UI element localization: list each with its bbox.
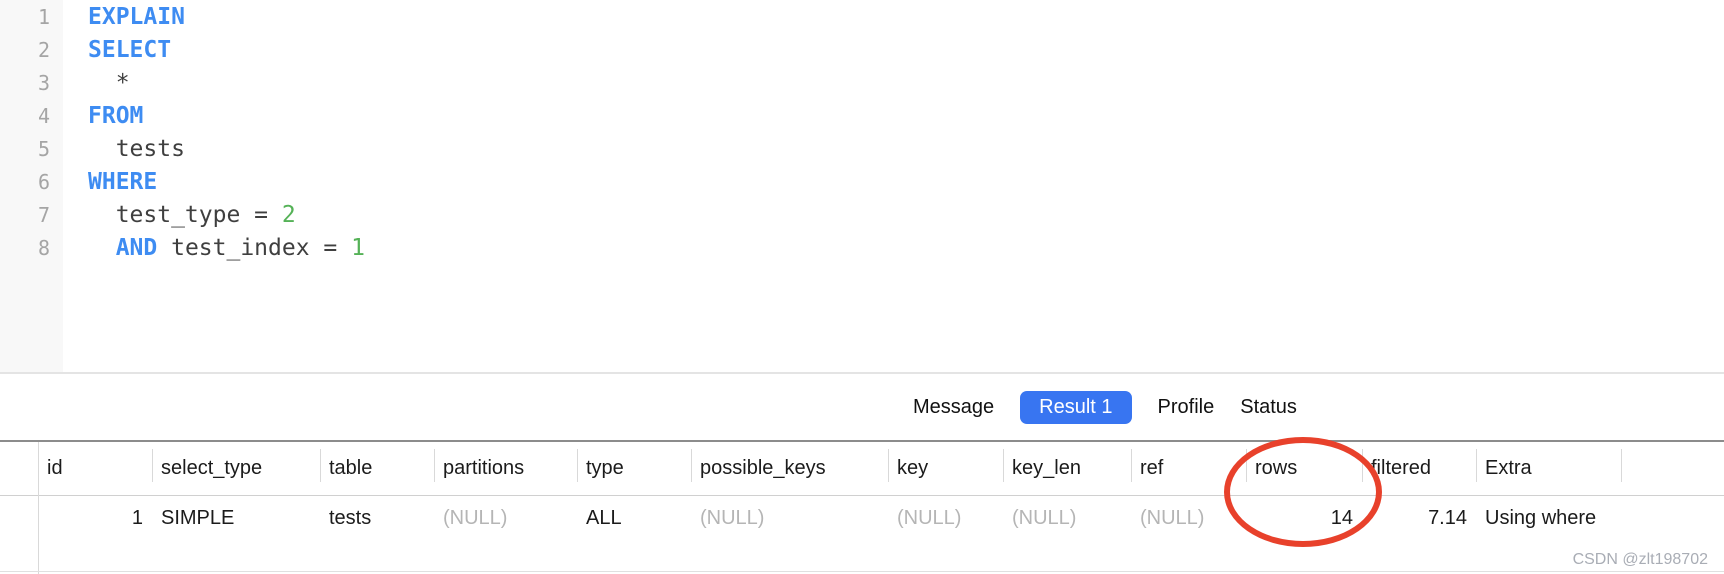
cell-key_len[interactable]: (NULL) (1012, 507, 1077, 529)
editor-results-divider (0, 372, 1724, 374)
tab-status[interactable]: Status (1240, 395, 1297, 418)
code-line-5[interactable]: 5 tests (0, 132, 1724, 165)
column-header-type[interactable]: type (577, 442, 691, 495)
code-line-7[interactable]: 7 test_type = 2 (0, 198, 1724, 231)
line-number: 2 (37, 37, 50, 62)
result-tabbar: Message Result 1 Profile Status (913, 374, 1297, 440)
cell-type[interactable]: ALL (586, 507, 622, 529)
code-line-3[interactable]: 3 * (0, 66, 1724, 99)
cell-ref[interactable]: (NULL) (1140, 507, 1205, 529)
column-header-possible_keys[interactable]: possible_keys (691, 442, 888, 495)
selector-column-divider (38, 442, 39, 574)
watermark-text: CSDN @zlt198702 (1572, 551, 1708, 568)
header-bottom-border (0, 495, 1724, 496)
column-header-select_type[interactable]: select_type (152, 442, 320, 495)
cell-table[interactable]: tests (329, 507, 372, 529)
annotation-circle (1224, 437, 1382, 547)
column-header-Extra[interactable]: Extra (1476, 442, 1621, 495)
cell-possible_keys[interactable]: (NULL) (700, 507, 765, 529)
cell-filtered[interactable]: 7.14 (1428, 507, 1467, 529)
column-header-ref[interactable]: ref (1131, 442, 1246, 495)
cell-Extra[interactable]: Using where (1485, 507, 1597, 529)
column-header-key[interactable]: key (888, 442, 1003, 495)
line-number: 4 (37, 103, 50, 128)
line-number: 3 (37, 70, 50, 95)
result-data-row[interactable]: 1 SIMPLE tests (NULL) ALL (NULL) (NULL) (NULL) (… (0, 496, 1724, 541)
line-number: 5 (37, 136, 50, 161)
column-header-table[interactable]: table (320, 442, 434, 495)
cell-select_type[interactable]: SIMPLE (161, 507, 235, 529)
line-number: 8 (37, 235, 50, 260)
panel-bottom-border (0, 571, 1724, 572)
line-number: 6 (37, 169, 50, 194)
line-number: 7 (37, 202, 50, 227)
tab-result-1[interactable]: Result 1 (1020, 390, 1132, 424)
tab-profile[interactable]: Profile (1157, 395, 1215, 418)
cell-id[interactable]: 1 (131, 507, 143, 529)
row-selector-header[interactable] (0, 442, 38, 495)
table-top-border (0, 440, 1724, 442)
editor-gutter (0, 0, 63, 372)
column-header-key_len[interactable]: key_len (1003, 442, 1131, 495)
cell-key[interactable]: (NULL) (897, 507, 962, 529)
column-header-id[interactable]: id (47, 457, 63, 479)
column-header-filler (1621, 442, 1724, 495)
cell-partitions[interactable]: (NULL) (443, 507, 508, 529)
line-number: 1 (37, 4, 50, 29)
tab-message[interactable]: Message (913, 395, 995, 418)
code-line-8[interactable]: 8 AND test_index = 1 (0, 231, 1724, 264)
row-selector-cell[interactable] (0, 496, 38, 541)
column-header-partitions[interactable]: partitions (434, 442, 577, 495)
